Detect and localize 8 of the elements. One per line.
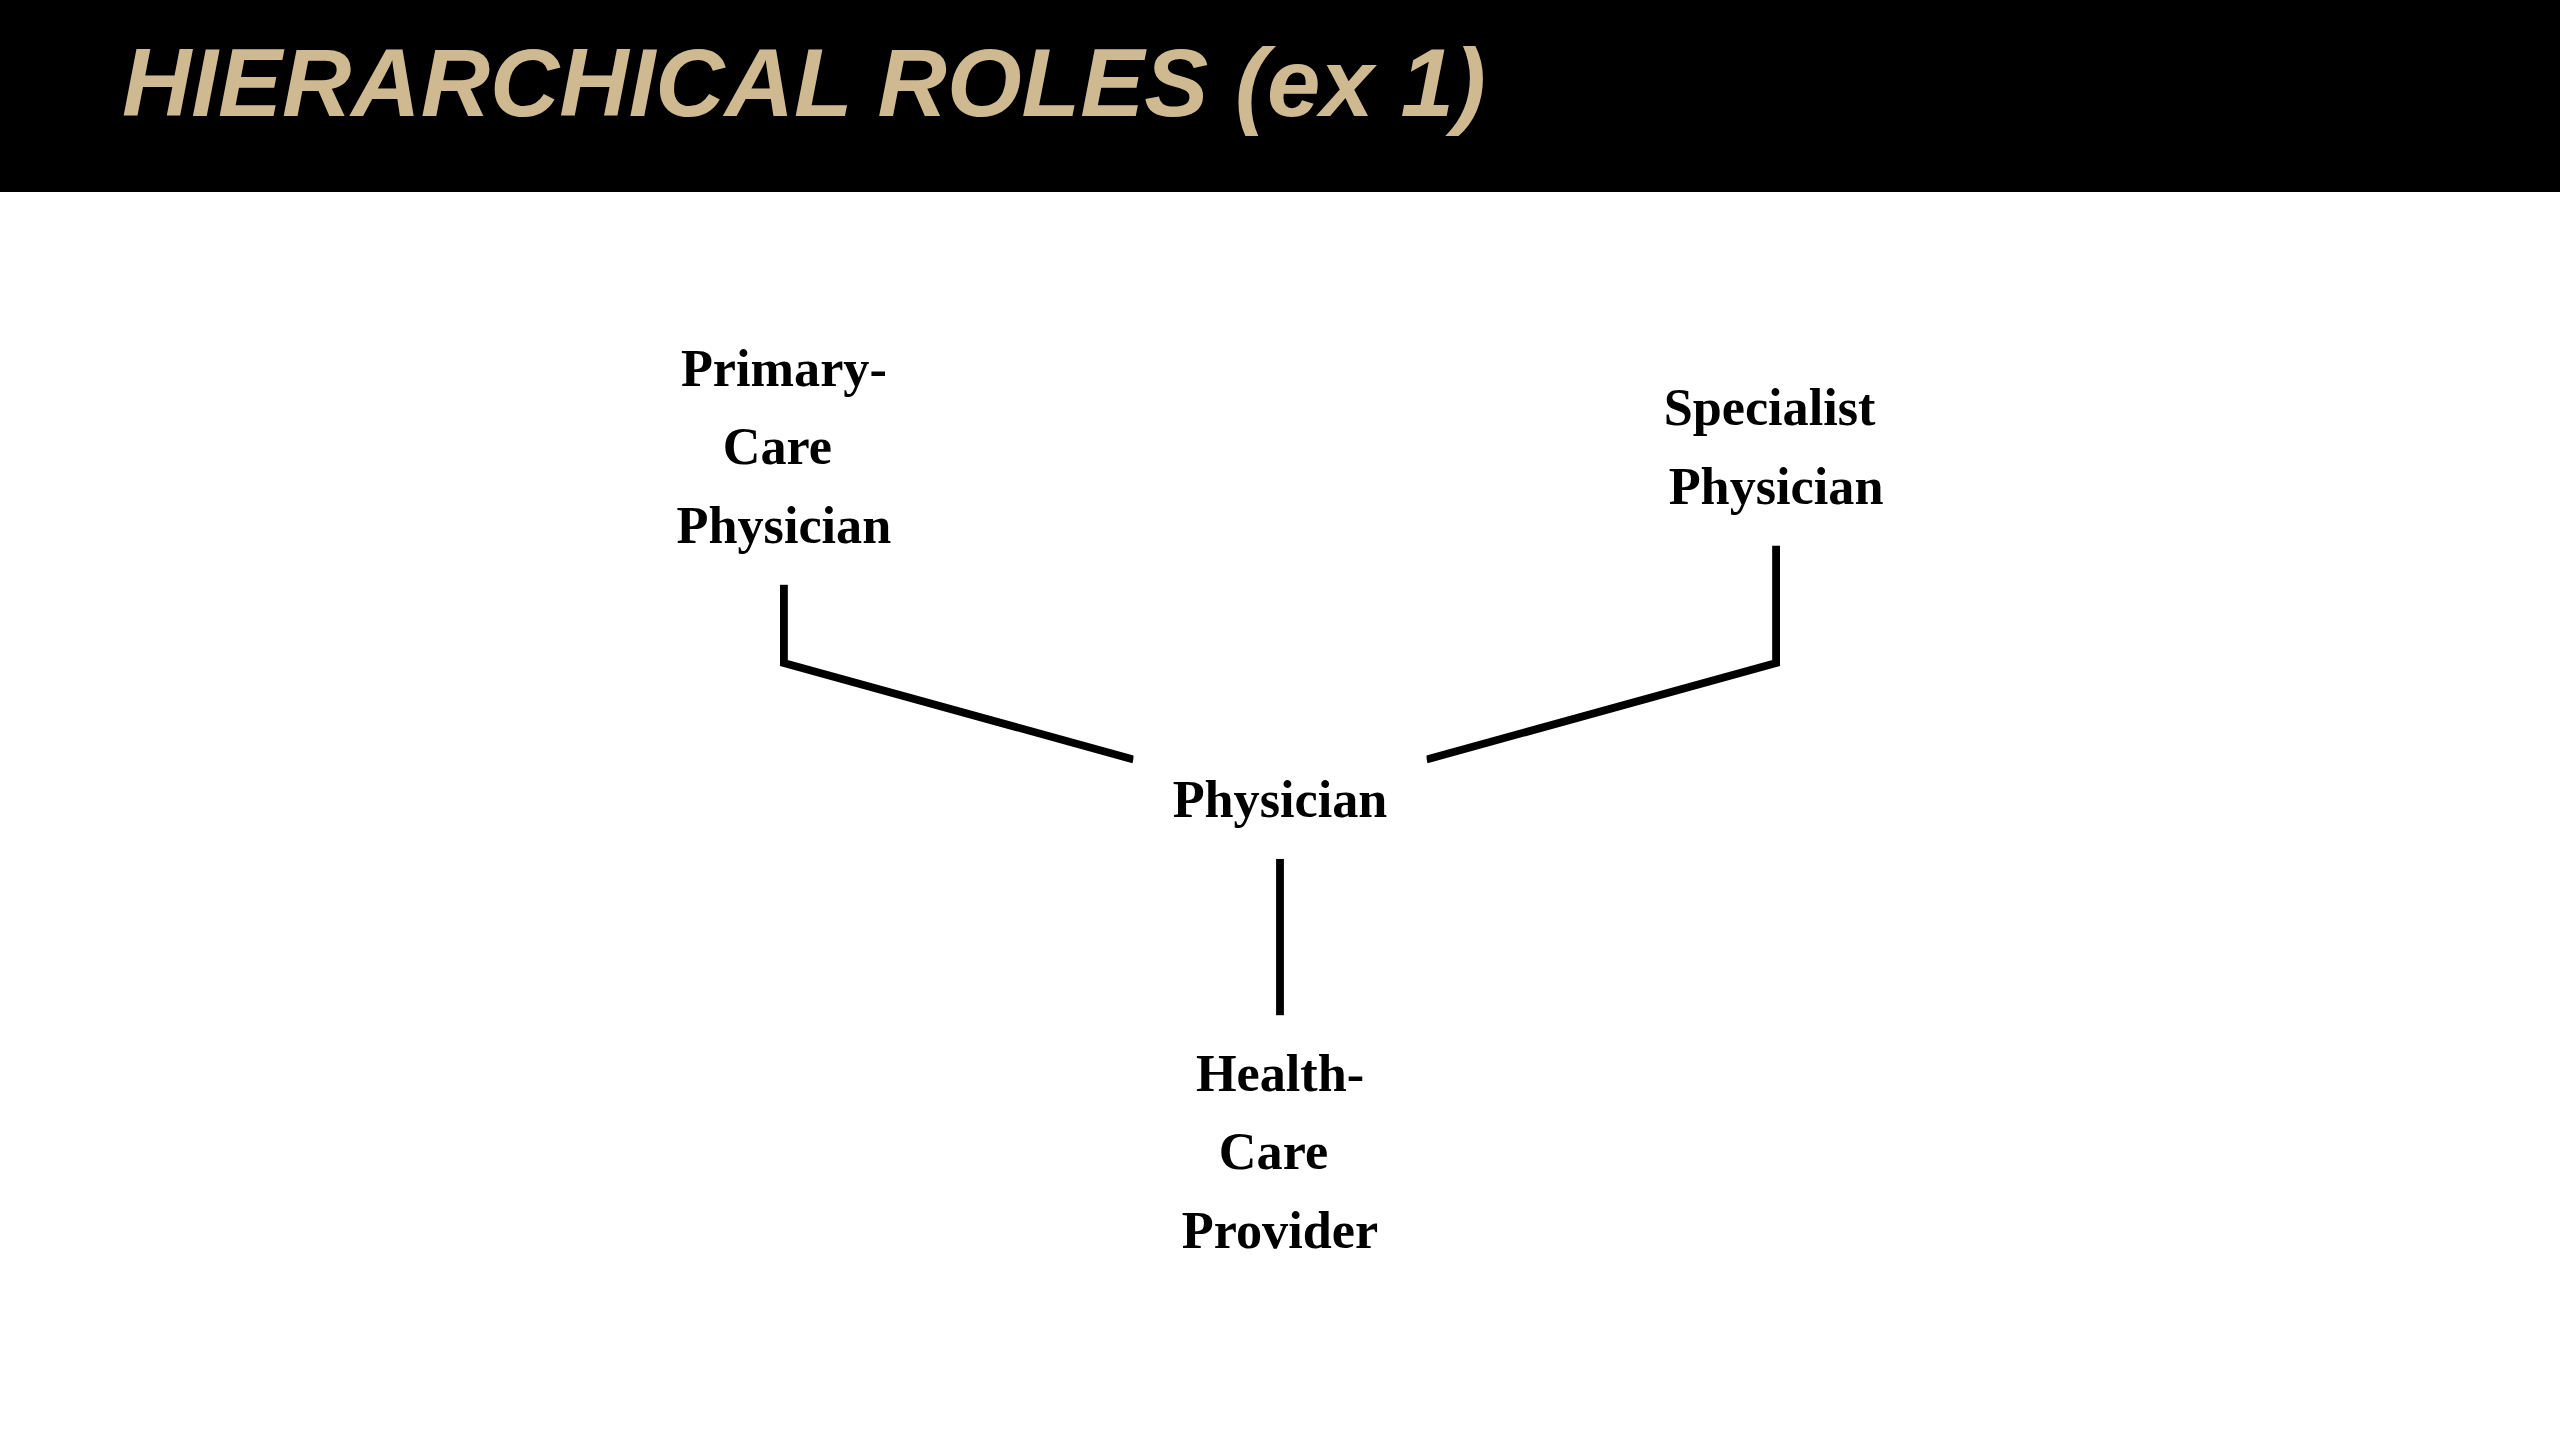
connector [780,584,1135,764]
node-text: Primary-Care Physician [676,339,892,555]
node-text: Health-Care Provider [1181,1044,1379,1260]
connector [1425,545,1780,764]
title: HIERARCHICAL ROLES (ex 1) [122,28,1486,138]
node-text: Specialist Physician [1663,378,1884,516]
connector [1276,858,1284,1016]
node-text: Physician [1172,769,1388,829]
